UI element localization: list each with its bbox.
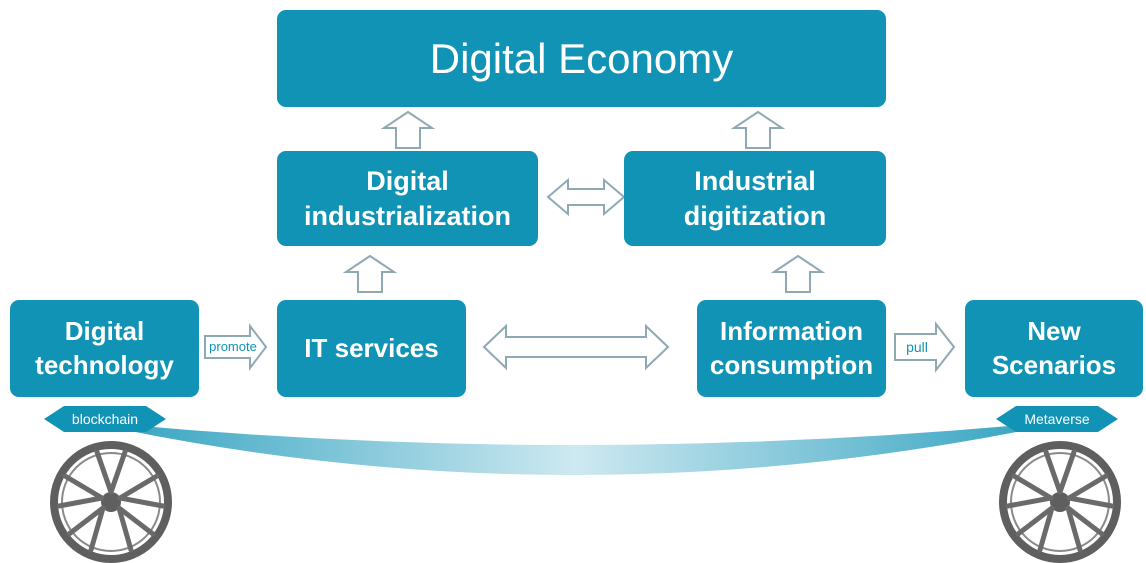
new-scenarios-line2: Scenarios xyxy=(991,349,1117,380)
connecting-arc xyxy=(78,420,1075,475)
digital-technology-box: Digital technology xyxy=(10,300,199,397)
it-services-box: IT services xyxy=(277,300,466,397)
left-wheel-icon xyxy=(50,441,172,563)
new-scenarios-line1: New xyxy=(1027,316,1081,347)
new-scenarios-box: New Scenarios xyxy=(965,300,1143,397)
double-arrow-middle xyxy=(546,177,626,217)
digital-economy-box: Digital Economy xyxy=(277,10,886,107)
blockchain-tag-label: blockchain xyxy=(71,411,139,427)
industrial-digitization-line2: digitization xyxy=(683,200,827,231)
double-arrow-bottom xyxy=(482,323,670,371)
industrial-digitization-box: Industrial digitization xyxy=(624,151,886,246)
up-arrow-left-top xyxy=(380,110,436,149)
pull-label: pull xyxy=(906,339,928,355)
blockchain-tag-shape xyxy=(44,406,166,432)
up-arrow-right-mid xyxy=(770,254,826,293)
right-wheel-icon xyxy=(999,441,1121,563)
digital-technology-line2: technology xyxy=(35,349,174,380)
metaverse-tag-shape xyxy=(996,406,1118,432)
digital-industrialization-box: Digital industrialization xyxy=(277,151,538,246)
it-services-label: IT services xyxy=(304,332,439,363)
digital-technology-line1: Digital xyxy=(64,316,145,347)
up-arrow-left-mid xyxy=(342,254,398,293)
information-consumption-line2: consumption xyxy=(709,349,874,380)
promote-arrow xyxy=(204,323,268,371)
information-consumption-box: Information consumption xyxy=(697,300,886,397)
digital-industrialization-line2: industrialization xyxy=(303,200,511,231)
industrial-digitization-line1: Industrial xyxy=(694,165,816,196)
up-arrow-right-top xyxy=(730,110,786,149)
digital-economy-label: Digital Economy xyxy=(429,34,734,82)
information-consumption-line1: Information xyxy=(720,316,863,347)
pull-arrow xyxy=(894,321,956,373)
promote-label: promote xyxy=(209,339,257,354)
metaverse-tag-label: Metaverse xyxy=(1024,411,1090,427)
digital-industrialization-line1: Digital xyxy=(366,165,449,196)
